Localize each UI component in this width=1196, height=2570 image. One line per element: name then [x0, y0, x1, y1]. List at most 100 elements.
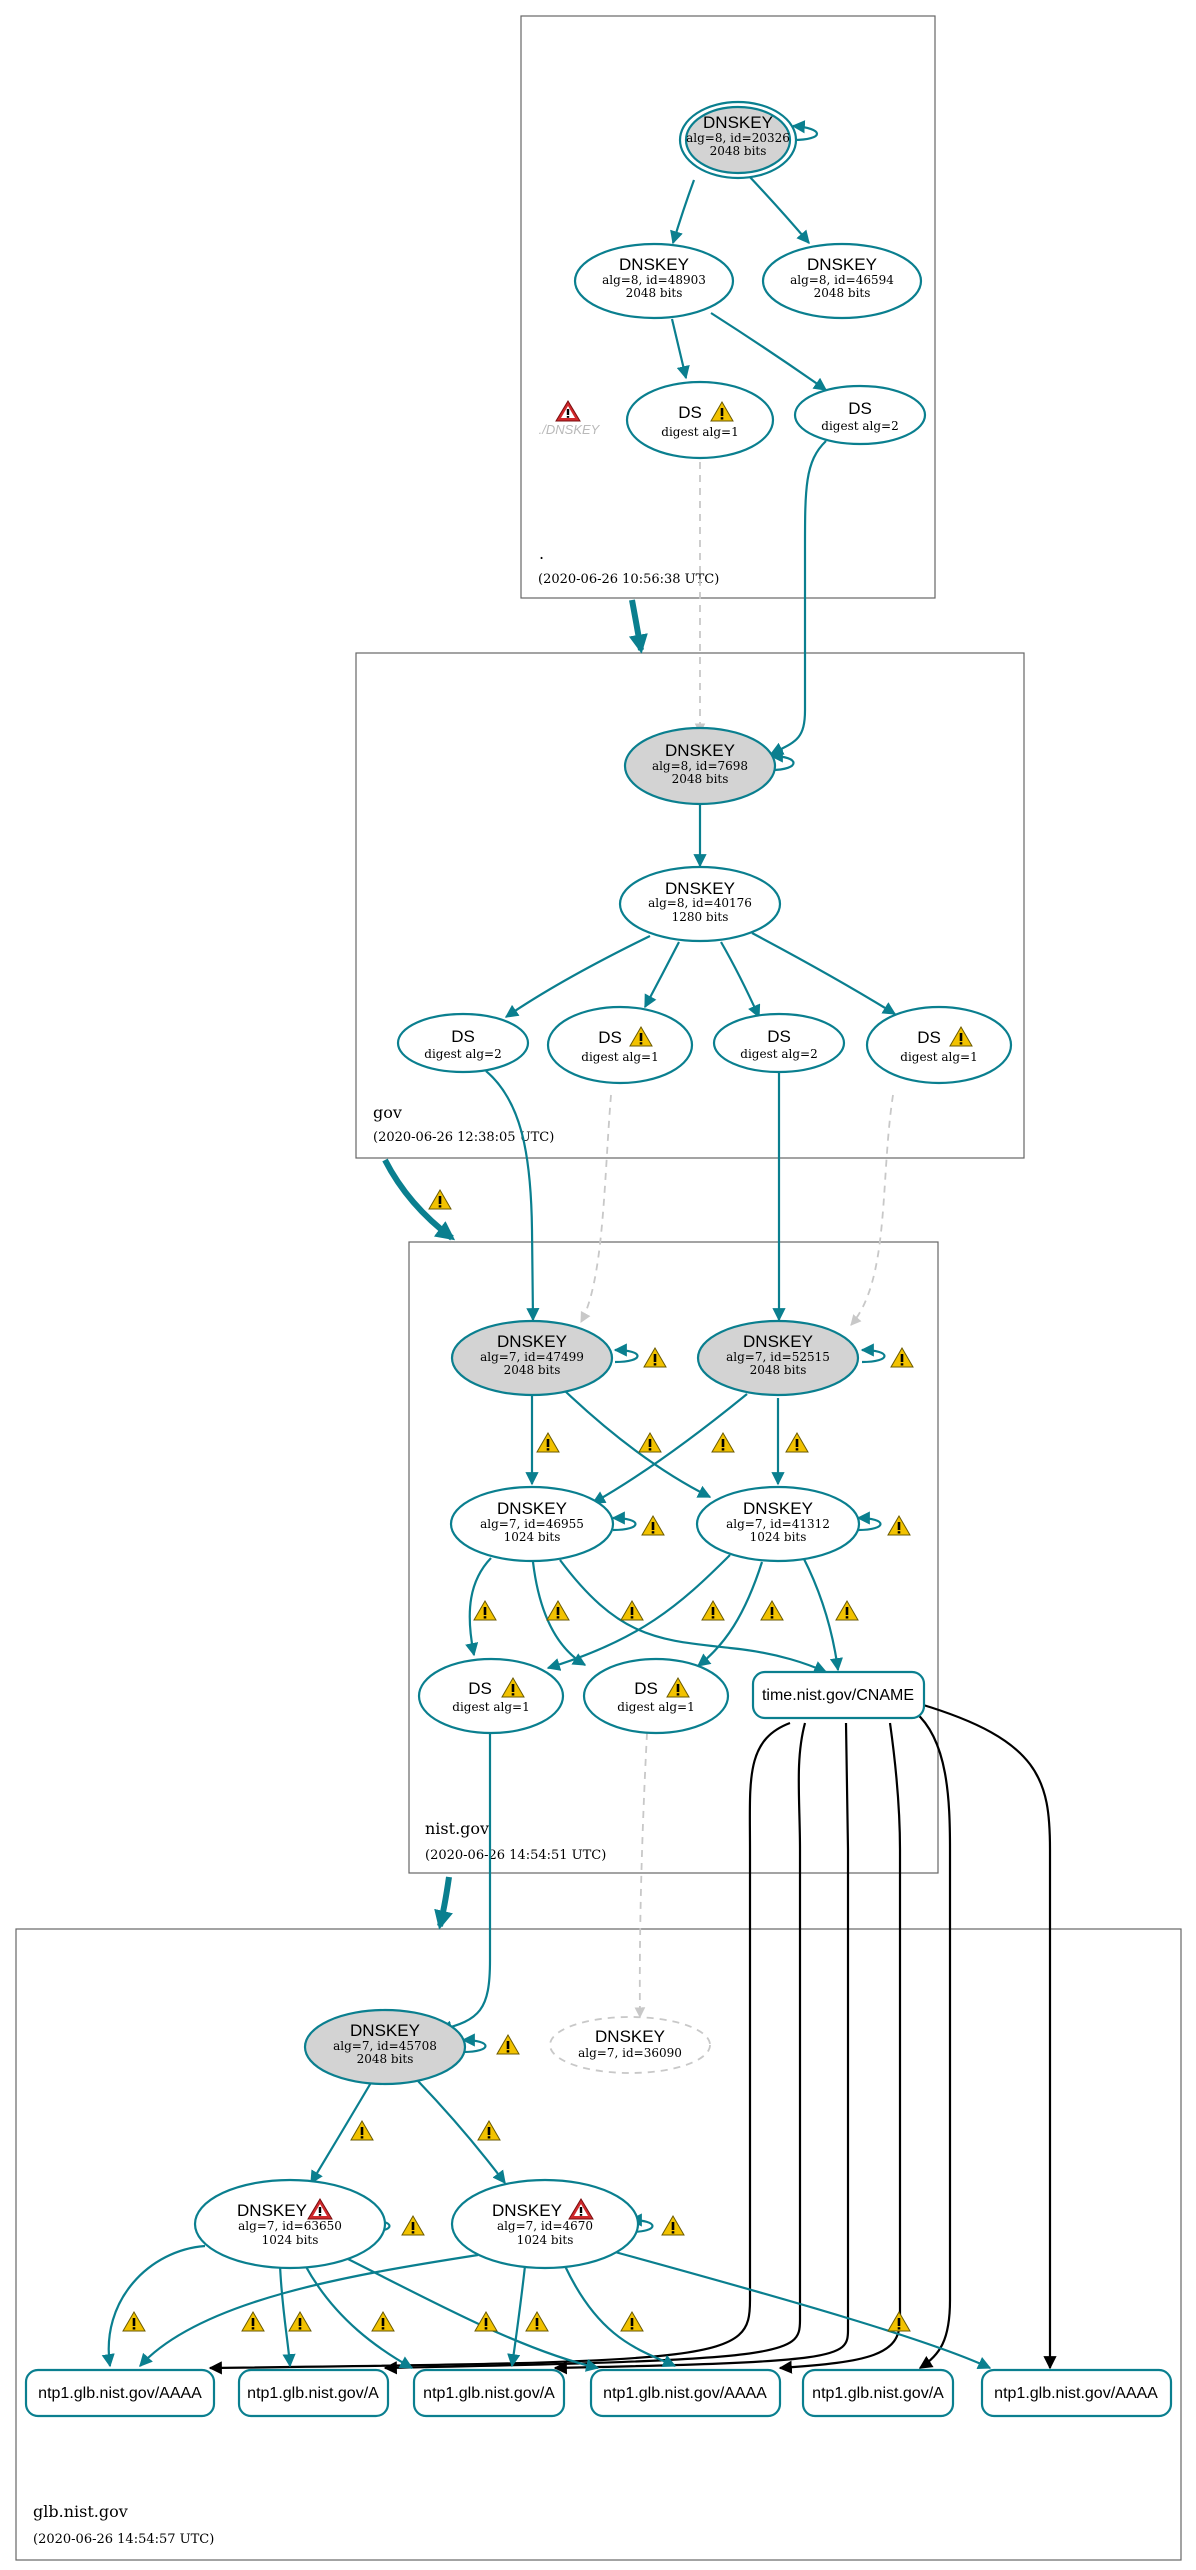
warning-icon	[661, 2215, 685, 2236]
warning-icon	[760, 1600, 784, 1621]
root-zsk-48903-node[interactable]	[573, 242, 735, 320]
nist-ds-1-node[interactable]	[417, 1657, 565, 1735]
glb-zsk-63650-node[interactable]	[193, 2178, 387, 2270]
node-title: DS	[678, 403, 702, 422]
node-detail: alg=7, id=45708	[333, 2039, 437, 2053]
nist-ksk-52515-node[interactable]	[696, 1319, 860, 1397]
zone-timestamp: (2020-06-26 14:54:51 UTC)	[425, 1848, 606, 1863]
node-detail: digest alg=2	[740, 1047, 817, 1061]
node-title: DNSKEY	[497, 1332, 567, 1351]
warning-icon	[288, 2311, 312, 2332]
node-title: DNSKEY	[497, 1499, 567, 1518]
edge-nist-zsk2-to-ds2	[696, 1561, 764, 1667]
edge-gov-ds4-to-nist-ksk2	[850, 1094, 894, 1326]
node-detail: alg=8, id=7698	[652, 759, 748, 773]
warning-icon	[496, 2034, 520, 2055]
edge-root-ds2-to-gov-ksk	[769, 440, 827, 755]
rrset-ntp1-a-2[interactable]	[412, 2368, 566, 2418]
node-title: DNSKEY	[237, 2201, 307, 2220]
edge-nist-zsk1-to-ds1	[465, 1557, 492, 1657]
warning-icon	[428, 1189, 452, 1210]
root-ds-alg2-node[interactable]	[793, 384, 927, 446]
warning-icon	[401, 2215, 425, 2236]
warning-icon	[525, 2311, 549, 2332]
gov-zsk-node[interactable]	[618, 865, 782, 943]
warning-icon	[473, 1600, 497, 1621]
node-title: DNSKEY	[743, 1499, 813, 1518]
node-title: DS	[598, 1028, 622, 1047]
node-detail: 2048 bits	[672, 772, 729, 786]
edge-gov-zsk-to-ds4	[751, 932, 897, 1015]
node-detail: alg=7, id=41312	[726, 1517, 830, 1531]
edge-glb-zsk2-to-rr3	[507, 2265, 527, 2368]
nist-ds-2-node[interactable]	[582, 1657, 730, 1735]
nist-zsk-46955-node[interactable]	[449, 1485, 615, 1563]
nist-cname-rrset-node[interactable]	[751, 1670, 926, 1720]
zone-label: .	[539, 544, 544, 563]
edge-gov-zsk-to-ds1	[504, 935, 651, 1018]
zone-nist-gov	[408, 1241, 939, 1874]
warning-icon	[477, 2120, 501, 2141]
root-ksk-node[interactable]	[684, 105, 792, 175]
node-title: DNSKEY	[665, 741, 735, 760]
glb-missing-dnskey-node[interactable]	[549, 2016, 711, 2074]
node-detail: alg=8, id=48903	[602, 273, 706, 287]
root-zsk-46594-node[interactable]	[761, 242, 923, 320]
node-detail: 2048 bits	[750, 1363, 807, 1377]
glb-ksk-node[interactable]	[303, 2008, 467, 2086]
warning-icon	[371, 2311, 395, 2332]
node-title: DS	[767, 1027, 791, 1046]
edge-nist-ksk1-self	[613, 1343, 639, 1364]
rrset-ntp1-a-3[interactable]	[801, 2368, 955, 2418]
node-title: DNSKEY	[492, 2201, 562, 2220]
edge-gov-ds1-to-nist-ksk1	[485, 1070, 540, 1322]
node-detail: digest alg=2	[821, 419, 898, 433]
edge-gov-zsk-to-ds3	[720, 941, 761, 1019]
gov-ds-4-node[interactable]	[865, 1005, 1013, 1085]
node-detail: alg=8, id=40176	[648, 896, 752, 910]
node-detail: 2048 bits	[710, 144, 767, 158]
warning-icon	[241, 2311, 265, 2332]
warning-icon	[350, 2120, 374, 2141]
delegation-edge-nist-glb	[434, 1876, 453, 1930]
edge-nist-zsk2-self	[856, 1511, 882, 1532]
nist-ksk-47499-node[interactable]	[450, 1319, 614, 1397]
root-ds-alg1-node[interactable]	[625, 380, 775, 460]
node-title: ntp1.glb.nist.gov/AAAA	[994, 2385, 1158, 2402]
edge-root-ksk-to-zsk2	[747, 174, 810, 245]
edge-gov-zsk-to-ds2	[644, 941, 680, 1009]
gov-ds-1-node[interactable]	[396, 1012, 530, 1074]
node-detail: digest alg=1	[617, 1700, 694, 1714]
warning-icon	[711, 1432, 735, 1453]
glb-zsk-4670-node[interactable]	[450, 2178, 640, 2270]
edge-root-zsk1-to-ds1	[670, 318, 690, 380]
gov-ds-3-node[interactable]	[712, 1012, 846, 1074]
edge-nist-ksk1-to-zsk2	[564, 1390, 712, 1498]
nist-zsk-41312-node[interactable]	[695, 1485, 861, 1563]
node-detail: 1280 bits	[672, 910, 729, 924]
edge-glb-zsk1-to-rr2	[278, 2264, 296, 2368]
node-detail: 2048 bits	[504, 1363, 561, 1377]
node-detail: digest alg=1	[452, 1700, 529, 1714]
node-title: DS	[634, 1679, 658, 1698]
node-title: DNSKEY	[665, 879, 735, 898]
rrset-ntp1-aaaa-3[interactable]	[980, 2368, 1173, 2418]
edge-glb-zsk2-to-rr6	[614, 2250, 992, 2369]
warning-icon	[638, 1432, 662, 1453]
zone-gov	[355, 652, 1025, 1159]
zone-timestamp: (2020-06-26 10:56:38 UTC)	[538, 572, 719, 587]
node-title: DNSKEY	[350, 2021, 420, 2040]
rrset-ntp1-aaaa-1[interactable]	[24, 2368, 216, 2418]
edge-glb-zsk1-to-rr3	[304, 2264, 414, 2369]
warning-icon	[835, 1600, 859, 1621]
gov-ksk-node[interactable]	[623, 726, 777, 806]
rrset-ntp1-aaaa-2[interactable]	[589, 2368, 782, 2418]
zone-label: gov	[373, 1103, 402, 1122]
node-detail: digest alg=1	[581, 1050, 658, 1064]
edge-root-ksk-self	[791, 120, 818, 142]
gov-ds-2-node[interactable]	[546, 1005, 694, 1085]
rrset-ntp1-a-1[interactable]	[237, 2368, 390, 2418]
warning-icon	[701, 1600, 725, 1621]
warning-icon	[122, 2311, 146, 2332]
